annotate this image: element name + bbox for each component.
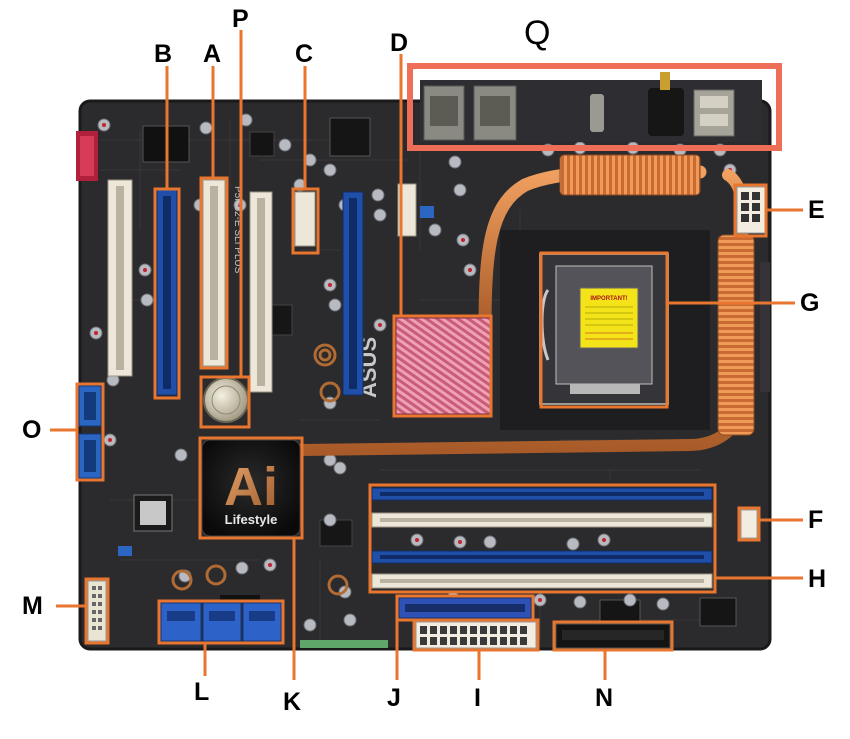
label-n: N: [595, 684, 614, 712]
label-j: J: [387, 684, 401, 712]
callout-box-m: [84, 577, 110, 645]
label-b: B: [154, 40, 173, 68]
label-m: M: [22, 592, 43, 620]
heatsink-bracket: [760, 262, 770, 392]
floppy-connector: [555, 623, 671, 649]
capacitors: [89, 113, 737, 632]
chipset-heatsink: [395, 317, 491, 415]
atx-12v-connector: [736, 186, 766, 234]
memory-slots: [371, 487, 713, 589]
cmos-battery: [203, 377, 249, 423]
usb-headers: [78, 385, 102, 479]
logo-main-text: Ai: [224, 457, 278, 517]
label-p: P: [232, 5, 249, 33]
callout-box-g: [539, 251, 669, 409]
callout-box-o: [75, 382, 105, 482]
callouts: [50, 30, 803, 680]
front-panel-header: [87, 580, 107, 642]
atx-power-connector: [415, 621, 537, 649]
callout-box-i: [412, 618, 540, 652]
label-q: Q: [524, 14, 551, 52]
cpu-socket: IMPORTANT!: [500, 230, 710, 430]
callout-box-n: [552, 620, 674, 652]
label-c: C: [295, 40, 314, 68]
expansion-slots: [107, 179, 417, 396]
label-a: A: [203, 40, 222, 68]
fan-header: [740, 509, 758, 539]
label-h: H: [808, 565, 827, 593]
callout-box-q: [407, 63, 782, 151]
label-o: O: [22, 416, 42, 444]
callout-box-k: [198, 436, 304, 540]
label-i: I: [474, 684, 481, 712]
inductors: [171, 343, 349, 596]
callout-box-l: [157, 599, 285, 645]
vrm-heatsink-right: [717, 234, 755, 436]
logo-sub-text: Lifestyle: [225, 512, 278, 527]
label-l: L: [194, 678, 210, 706]
callout-box-p: [199, 375, 251, 429]
label-d: D: [390, 29, 409, 57]
label-k: K: [283, 688, 302, 716]
warning-label-title: IMPORTANT!: [590, 296, 627, 302]
rear-io-panel: [420, 72, 762, 142]
label-f: F: [808, 506, 824, 534]
ide-connector: [398, 597, 532, 619]
callout-box-d: [392, 314, 493, 418]
label-e: E: [808, 196, 825, 224]
callout-box-h: [368, 483, 717, 594]
callout-box-f: [737, 506, 761, 542]
vrm-heatsink-top: [559, 154, 701, 196]
ai-lifestyle-logo: Ai Lifestyle: [201, 439, 301, 537]
model-label: P5N32-E SLI PLUS: [232, 186, 243, 274]
label-g: G: [800, 289, 820, 317]
sata-ports: [160, 602, 282, 642]
